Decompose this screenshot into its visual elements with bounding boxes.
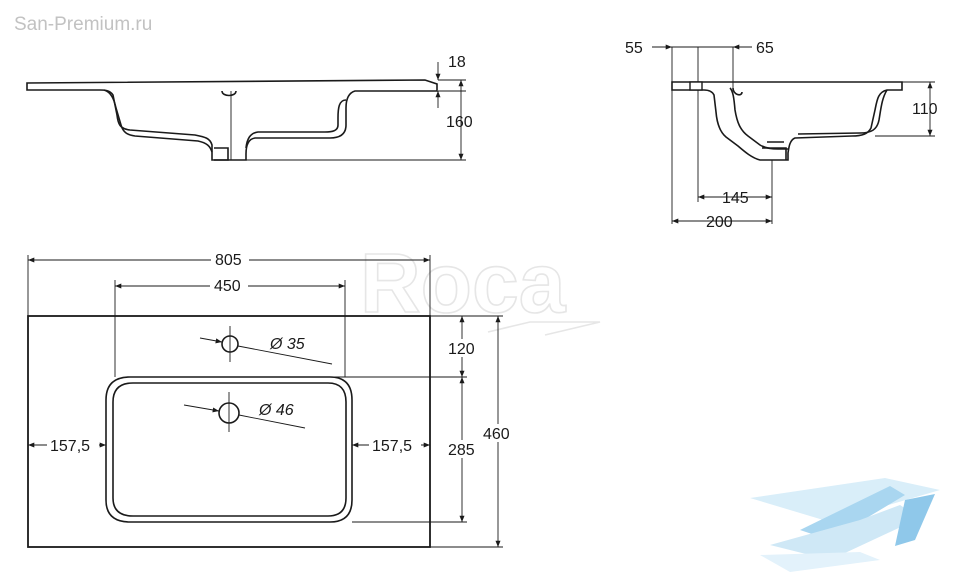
basin-profile-right <box>671 81 903 161</box>
dim-width-805: 805 <box>215 252 242 269</box>
top-view: Ø 35 Ø 46 805 450 157,5 157,5 120 <box>27 250 516 548</box>
overflow-slot <box>221 90 237 97</box>
bowl-inner-outline <box>112 382 347 517</box>
side-view-right: 55 65 110 145 200 <box>625 40 938 231</box>
dim-left-margin: 157,5 <box>50 438 90 455</box>
drain-right <box>762 141 787 160</box>
site-watermark: San-Premium.ru <box>14 14 152 35</box>
side-view-left: 18 160 <box>26 54 473 161</box>
countertop-outline <box>27 315 431 548</box>
dim-bowl-width-450: 450 <box>214 278 241 295</box>
dim-drain: Ø 46 <box>258 402 294 419</box>
basin-inner-left <box>103 89 213 153</box>
dim-right-margin: 157,5 <box>372 438 412 455</box>
brand-logo <box>750 478 940 572</box>
dim-145: 145 <box>722 190 749 207</box>
dim-200: 200 <box>706 214 733 231</box>
tap-hole-section <box>689 81 703 91</box>
basin-inner-right <box>245 99 347 149</box>
dim-depth-460: 460 <box>483 426 510 443</box>
basin-right-inner <box>729 87 788 150</box>
dim-65: 65 <box>756 40 774 57</box>
bowl-outline <box>105 376 353 523</box>
dim-tap-hole: Ø 35 <box>269 336 305 353</box>
dim-height: 160 <box>446 114 473 131</box>
dim-110: 110 <box>912 101 938 118</box>
basin-right-inner2 <box>797 89 888 135</box>
roca-watermark: Roca <box>360 236 567 330</box>
roca-watermark-swoosh <box>487 321 601 336</box>
drain-pipe <box>214 147 229 161</box>
dim-top-thickness: 18 <box>448 54 466 71</box>
dim-back-margin-120: 120 <box>448 341 475 358</box>
overflow-right <box>732 87 743 96</box>
dim-bowl-depth-285: 285 <box>448 442 475 459</box>
dim-55: 55 <box>625 40 643 57</box>
basin-profile-left <box>26 79 438 161</box>
